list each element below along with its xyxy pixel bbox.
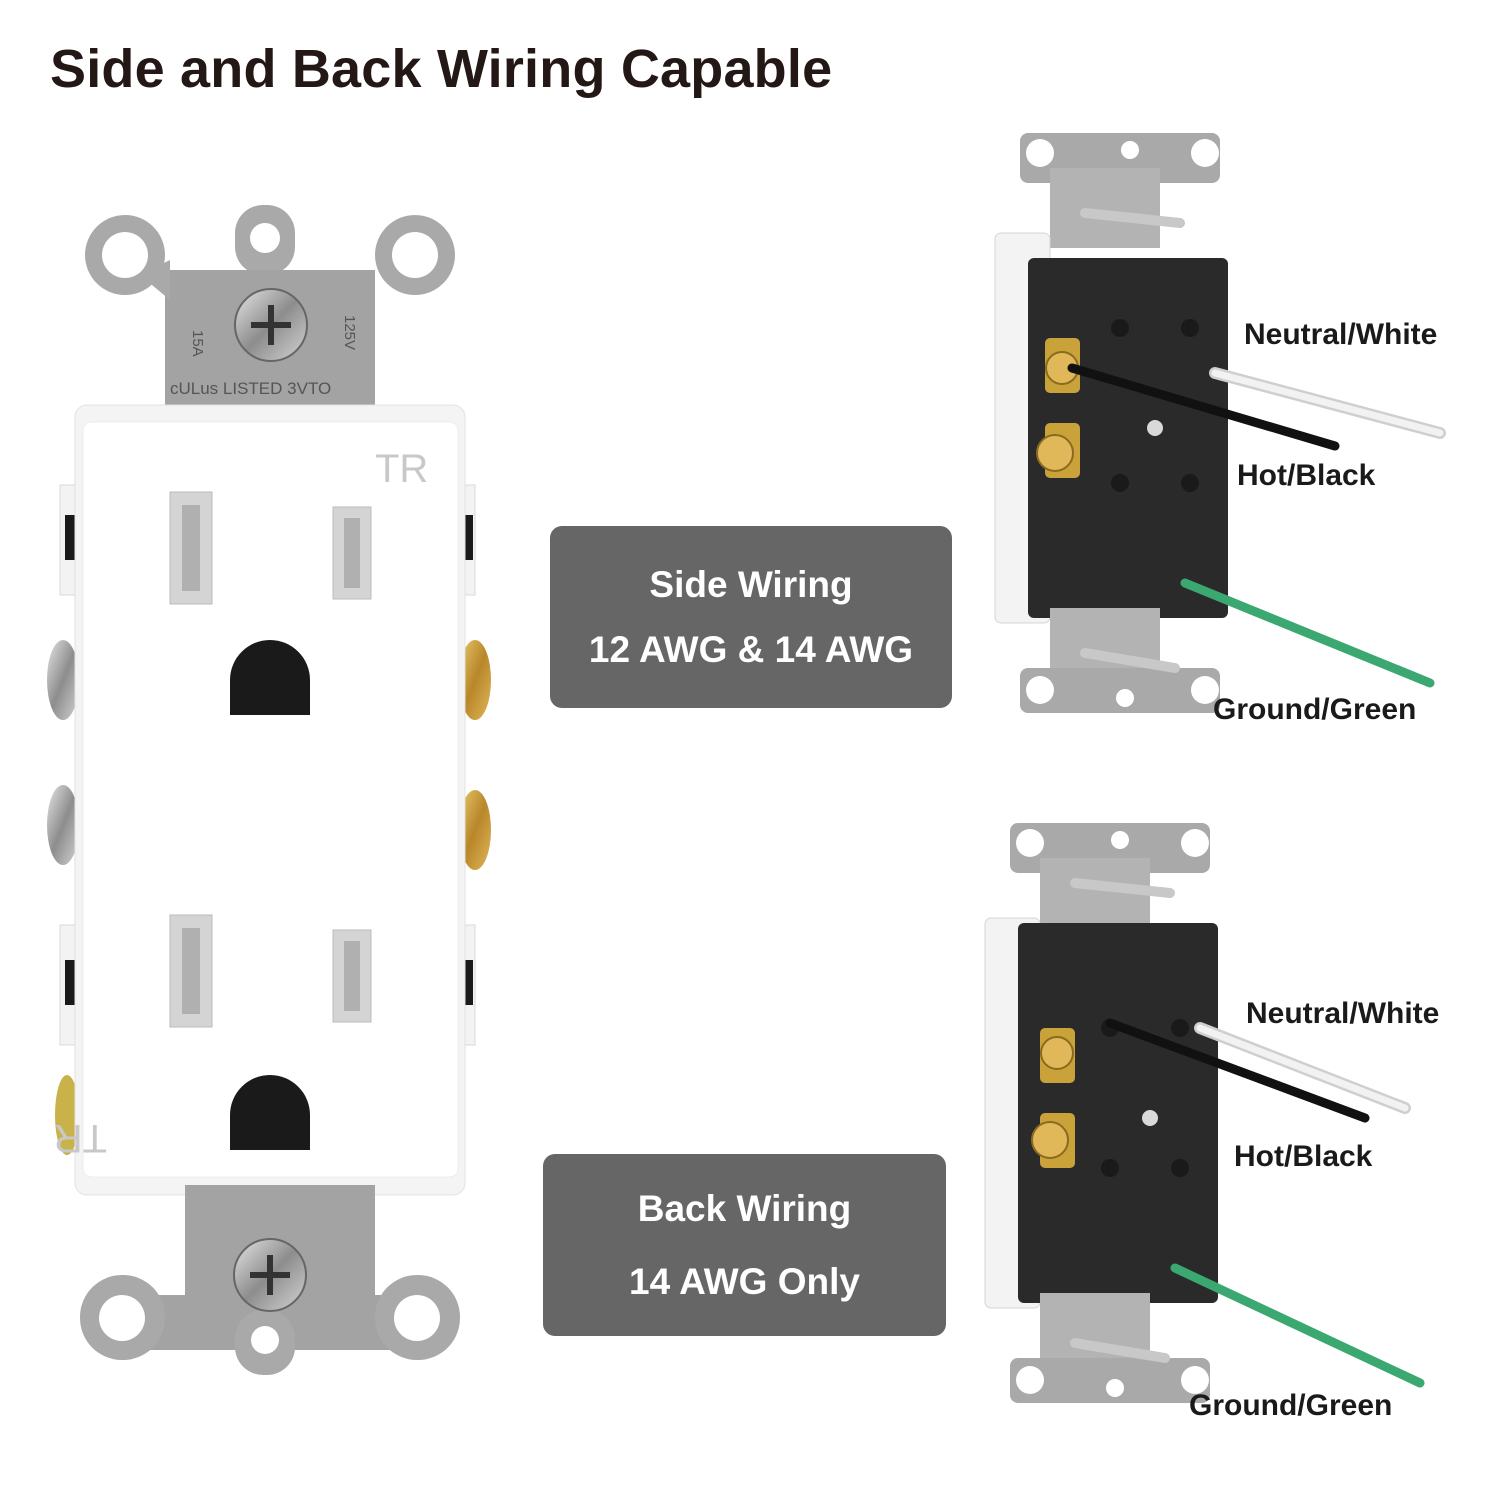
center-mark	[1142, 1110, 1158, 1126]
top-screw	[234, 288, 308, 362]
back-wiring-gauge: 14 AWG Only	[629, 1261, 860, 1302]
back-wiring-outlet	[984, 823, 1425, 1403]
lower-receptacle	[169, 914, 372, 1150]
bottom-strap	[1010, 1293, 1210, 1403]
brass-screw-icon	[459, 640, 491, 720]
side-neutral-label: Neutral/White	[1244, 318, 1438, 351]
brass-side-screws	[1036, 338, 1080, 478]
side-wiring-badge: Side Wiring 12 AWG & 14 AWG	[550, 526, 952, 708]
silver-screw-icon	[47, 640, 79, 720]
brass-screw-icon	[1036, 434, 1074, 472]
bottom-strap	[1020, 608, 1220, 713]
brass-screw-icon	[1031, 1121, 1069, 1159]
outlet-face	[82, 421, 459, 1178]
tamper-resistant-mark-top: TR	[375, 447, 428, 491]
back-housing	[1018, 923, 1218, 1303]
top-strap	[1010, 823, 1210, 938]
ground-wire	[1170, 1263, 1425, 1388]
ground-screw-icon	[55, 1075, 79, 1155]
page-title: Side and Back Wiring Capable	[50, 39, 833, 99]
back-neutral-label: Neutral/White	[1246, 997, 1440, 1030]
tamper-resistant-mark-bottom: TR	[54, 1116, 107, 1160]
certification-mark: cULus LISTED 3VTO	[170, 379, 331, 398]
side-ground-label: Ground/Green	[1213, 693, 1417, 726]
side-hot-label: Hot/Black	[1237, 459, 1376, 492]
hot-wire	[1105, 1018, 1370, 1123]
wires	[1105, 1018, 1425, 1388]
back-wiring-title: Back Wiring	[637, 1188, 852, 1229]
back-wire-holes	[1101, 1019, 1189, 1177]
brass-screw-icon	[459, 790, 491, 870]
bottom-screw	[233, 1238, 307, 1312]
wires	[1067, 363, 1446, 688]
brass-side-screws	[1031, 1028, 1075, 1168]
upper-receptacle	[169, 491, 372, 715]
top-strap	[1020, 133, 1220, 248]
hot-wire	[1067, 363, 1340, 451]
back-hot-label: Hot/Black	[1234, 1140, 1373, 1173]
brass-screw-icon	[1040, 1036, 1074, 1070]
side-wiring-outlet	[994, 133, 1446, 713]
amp-rating: 15A	[189, 330, 206, 357]
back-wiring-badge: Back Wiring 14 AWG Only	[543, 1154, 946, 1336]
back-wire-holes	[1111, 319, 1199, 492]
silver-screw-icon	[47, 785, 79, 865]
volt-rating: 125V	[341, 315, 358, 350]
side-wiring-title: Side Wiring	[649, 564, 853, 605]
duplex-outlet-front: 15A 125V cULus LISTED 3VTO TR TR	[47, 205, 491, 1375]
center-mark	[1147, 420, 1163, 436]
ground-wire	[1180, 578, 1435, 688]
side-wiring-gauge: 12 AWG & 14 AWG	[588, 629, 914, 670]
back-ground-label: Ground/Green	[1189, 1389, 1393, 1422]
